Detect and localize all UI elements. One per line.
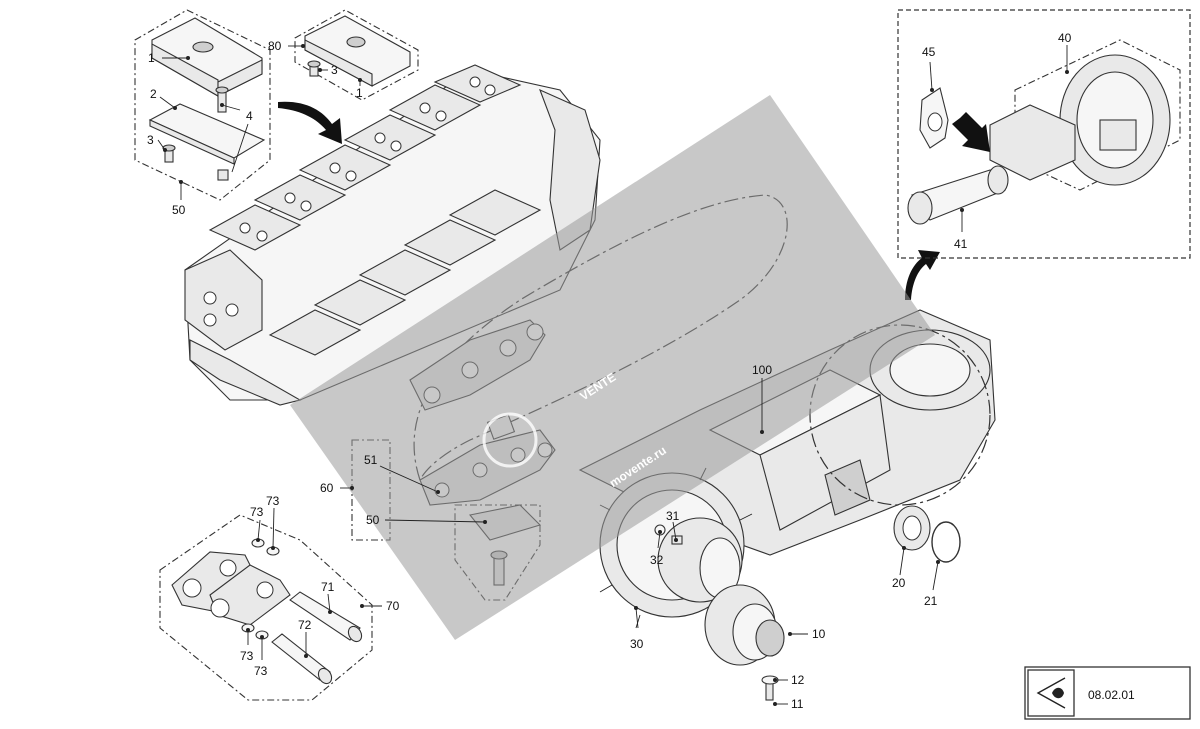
label-32: 32 — [650, 553, 664, 567]
label-73-d: 73 — [254, 664, 268, 678]
curved-arrow-icon — [278, 101, 342, 144]
eye-view-icon — [1036, 677, 1066, 709]
watermark-logo-icon — [482, 412, 538, 468]
label-80: 80 — [268, 39, 282, 53]
arrow-right-down-icon — [952, 112, 990, 152]
label-40: 40 — [1058, 31, 1072, 45]
label-73-c: 73 — [240, 649, 254, 663]
label-4: 4 — [246, 109, 253, 123]
snap-ring-21 — [931, 521, 961, 563]
idler-detail-box — [897, 9, 1191, 259]
label-45: 45 — [922, 45, 936, 59]
label-3-shoe: 3 — [331, 63, 338, 77]
label-41: 41 — [954, 237, 968, 251]
label-60: 60 — [320, 481, 334, 495]
label-20: 20 — [892, 576, 906, 590]
label-2: 2 — [150, 87, 157, 101]
label-73-a: 73 — [250, 505, 264, 519]
label-11: 11 — [791, 697, 804, 711]
track-shoe-group-50 — [134, 9, 271, 201]
reference-code: 08.02.01 — [1088, 688, 1135, 702]
track-shoe-group-80 — [294, 9, 419, 101]
curved-arrow-up-icon — [905, 250, 940, 300]
label-10: 10 — [812, 627, 826, 641]
label-30: 30 — [630, 637, 644, 651]
label-51: 51 — [364, 453, 378, 467]
track-roller-10 — [704, 584, 785, 701]
master-link-group-70 — [159, 514, 373, 701]
label-31: 31 — [666, 509, 680, 523]
label-100: 100 — [752, 363, 772, 377]
label-1: 1 — [148, 51, 155, 65]
label-1-shoe: 1 — [356, 86, 363, 100]
label-70: 70 — [386, 599, 400, 613]
detail-circle — [809, 324, 991, 506]
label-72: 72 — [298, 618, 312, 632]
label-73-b: 73 — [266, 494, 280, 508]
label-12: 12 — [791, 673, 805, 687]
watermark: VENTE movente.ru — [290, 95, 935, 640]
page-reference: 08.02.01 — [1024, 666, 1191, 720]
label-21: 21 — [924, 594, 938, 608]
callouts: 1 2 4 3 50 80 3 1 40 45 41 100 — [147, 31, 1072, 711]
label-71: 71 — [321, 580, 335, 594]
label-50-top: 50 — [172, 203, 186, 217]
rubber-track — [184, 64, 601, 406]
label-3: 3 — [147, 133, 154, 147]
label-50-chain: 50 — [366, 513, 380, 527]
